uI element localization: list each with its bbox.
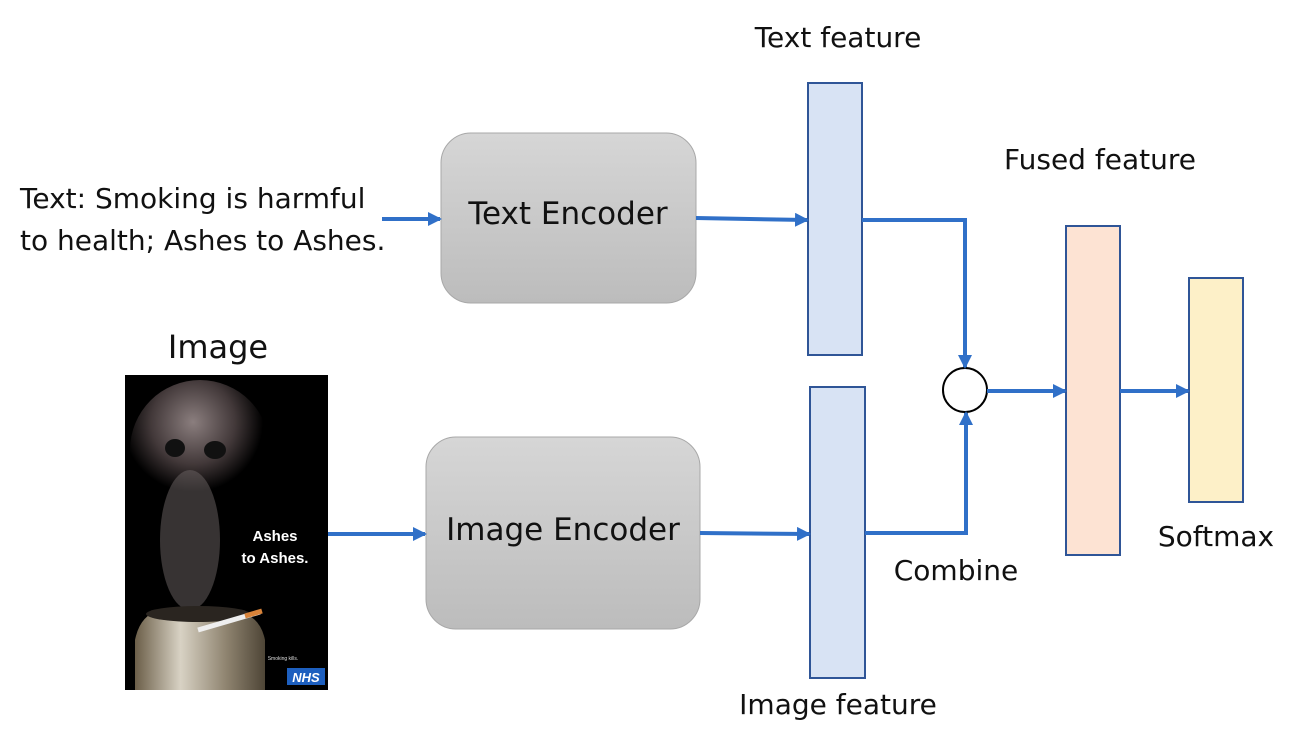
poster-image: Ashes to Ashes. Smoking kills. NHS bbox=[125, 375, 328, 690]
text-feature-bar bbox=[807, 82, 863, 356]
poster-headline-2: to Ashes. bbox=[242, 550, 309, 567]
fused-feature-label: Fused feature bbox=[1004, 143, 1196, 176]
arrow-text-feature-to-combine bbox=[862, 218, 972, 369]
combine-node bbox=[942, 367, 988, 413]
input-text-line2: to health; Ashes to Ashes. bbox=[20, 224, 385, 257]
arrow-image-feature-to-combine bbox=[865, 411, 973, 535]
image-feature-label: Image feature bbox=[739, 688, 937, 721]
nhs-logo: NHS bbox=[292, 670, 320, 685]
image-feature-bar bbox=[809, 386, 866, 679]
combine-label: Combine bbox=[894, 554, 1018, 587]
text-feature-label: Text feature bbox=[754, 21, 922, 54]
poster-tagline: Smoking kills. bbox=[268, 656, 299, 662]
fused-feature-bar bbox=[1065, 225, 1121, 556]
softmax-bar bbox=[1188, 277, 1244, 503]
text-encoder-label: Text Encoder bbox=[467, 196, 668, 232]
input-text-line1: Text: Smoking is harmful bbox=[19, 182, 365, 215]
arrow-text-encoder-to-feature bbox=[695, 212, 809, 227]
image-label: Image bbox=[168, 328, 268, 366]
image-encoder-label: Image Encoder bbox=[446, 512, 680, 548]
arrows bbox=[328, 212, 1190, 541]
poster-headline-1: Ashes bbox=[252, 528, 297, 545]
arrow-image-encoder-to-feature bbox=[699, 526, 811, 541]
softmax-label: Softmax bbox=[1158, 520, 1274, 553]
